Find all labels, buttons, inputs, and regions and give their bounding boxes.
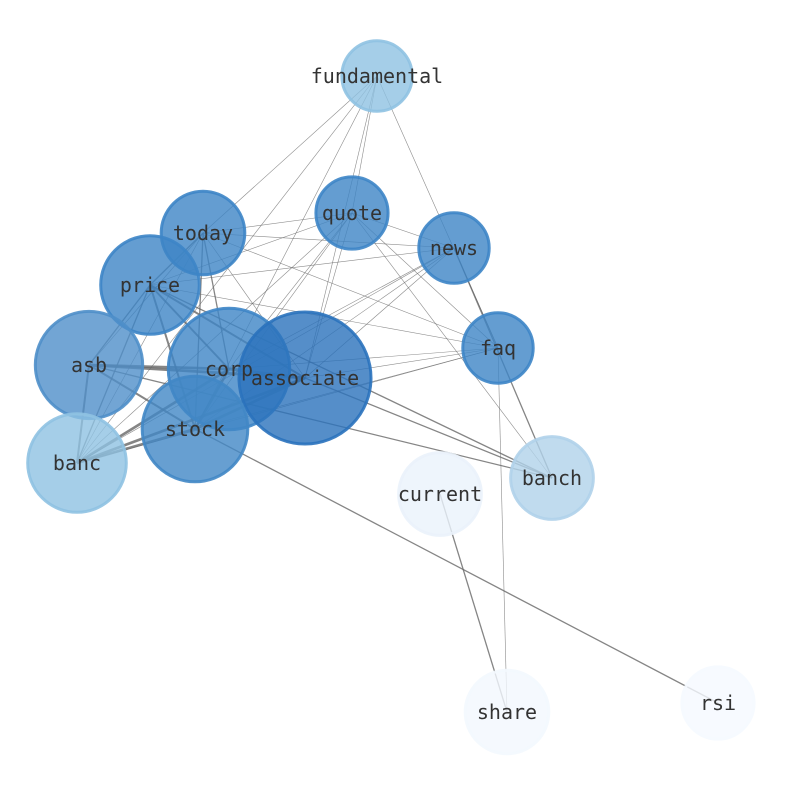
- node-price[interactable]: [99, 234, 201, 336]
- node-label-faq: faq: [480, 336, 516, 360]
- node-label-associate: associate: [251, 366, 359, 390]
- edge-news-price: [149, 247, 455, 286]
- edge-stock-rsi: [194, 428, 719, 704]
- node-stock[interactable]: [140, 374, 250, 484]
- node-label-rsi: rsi: [700, 691, 736, 715]
- node-label-asb: asb: [71, 353, 107, 377]
- node-layer: [26, 39, 756, 756]
- node-faq[interactable]: [461, 311, 535, 385]
- node-label-fundamental: fundamental: [311, 64, 443, 88]
- node-label-share: share: [477, 700, 537, 724]
- node-label-price: price: [120, 273, 180, 297]
- node-quote[interactable]: [314, 175, 390, 251]
- edge-today-faq: [202, 232, 499, 349]
- node-share[interactable]: [463, 668, 551, 756]
- node-label-banch: banch: [522, 466, 582, 490]
- node-label-corp: corp: [205, 357, 253, 381]
- edge-quote-banch: [351, 212, 553, 479]
- label-layer: fundamental quote today news price faq asb corp…: [53, 64, 736, 724]
- node-banc[interactable]: [26, 412, 128, 514]
- node-label-current: current: [398, 482, 482, 506]
- node-rsi[interactable]: [680, 665, 756, 741]
- node-label-today: today: [173, 221, 233, 245]
- node-label-stock: stock: [165, 417, 225, 441]
- node-fundamental[interactable]: [340, 39, 414, 113]
- node-associate[interactable]: [237, 310, 373, 446]
- node-news[interactable]: [417, 211, 491, 285]
- edge-faq-share: [497, 347, 508, 713]
- node-label-quote: quote: [322, 201, 382, 225]
- node-current[interactable]: [397, 451, 483, 537]
- node-label-news: news: [430, 236, 478, 260]
- node-label-banc: banc: [53, 451, 101, 475]
- node-banch[interactable]: [509, 435, 595, 521]
